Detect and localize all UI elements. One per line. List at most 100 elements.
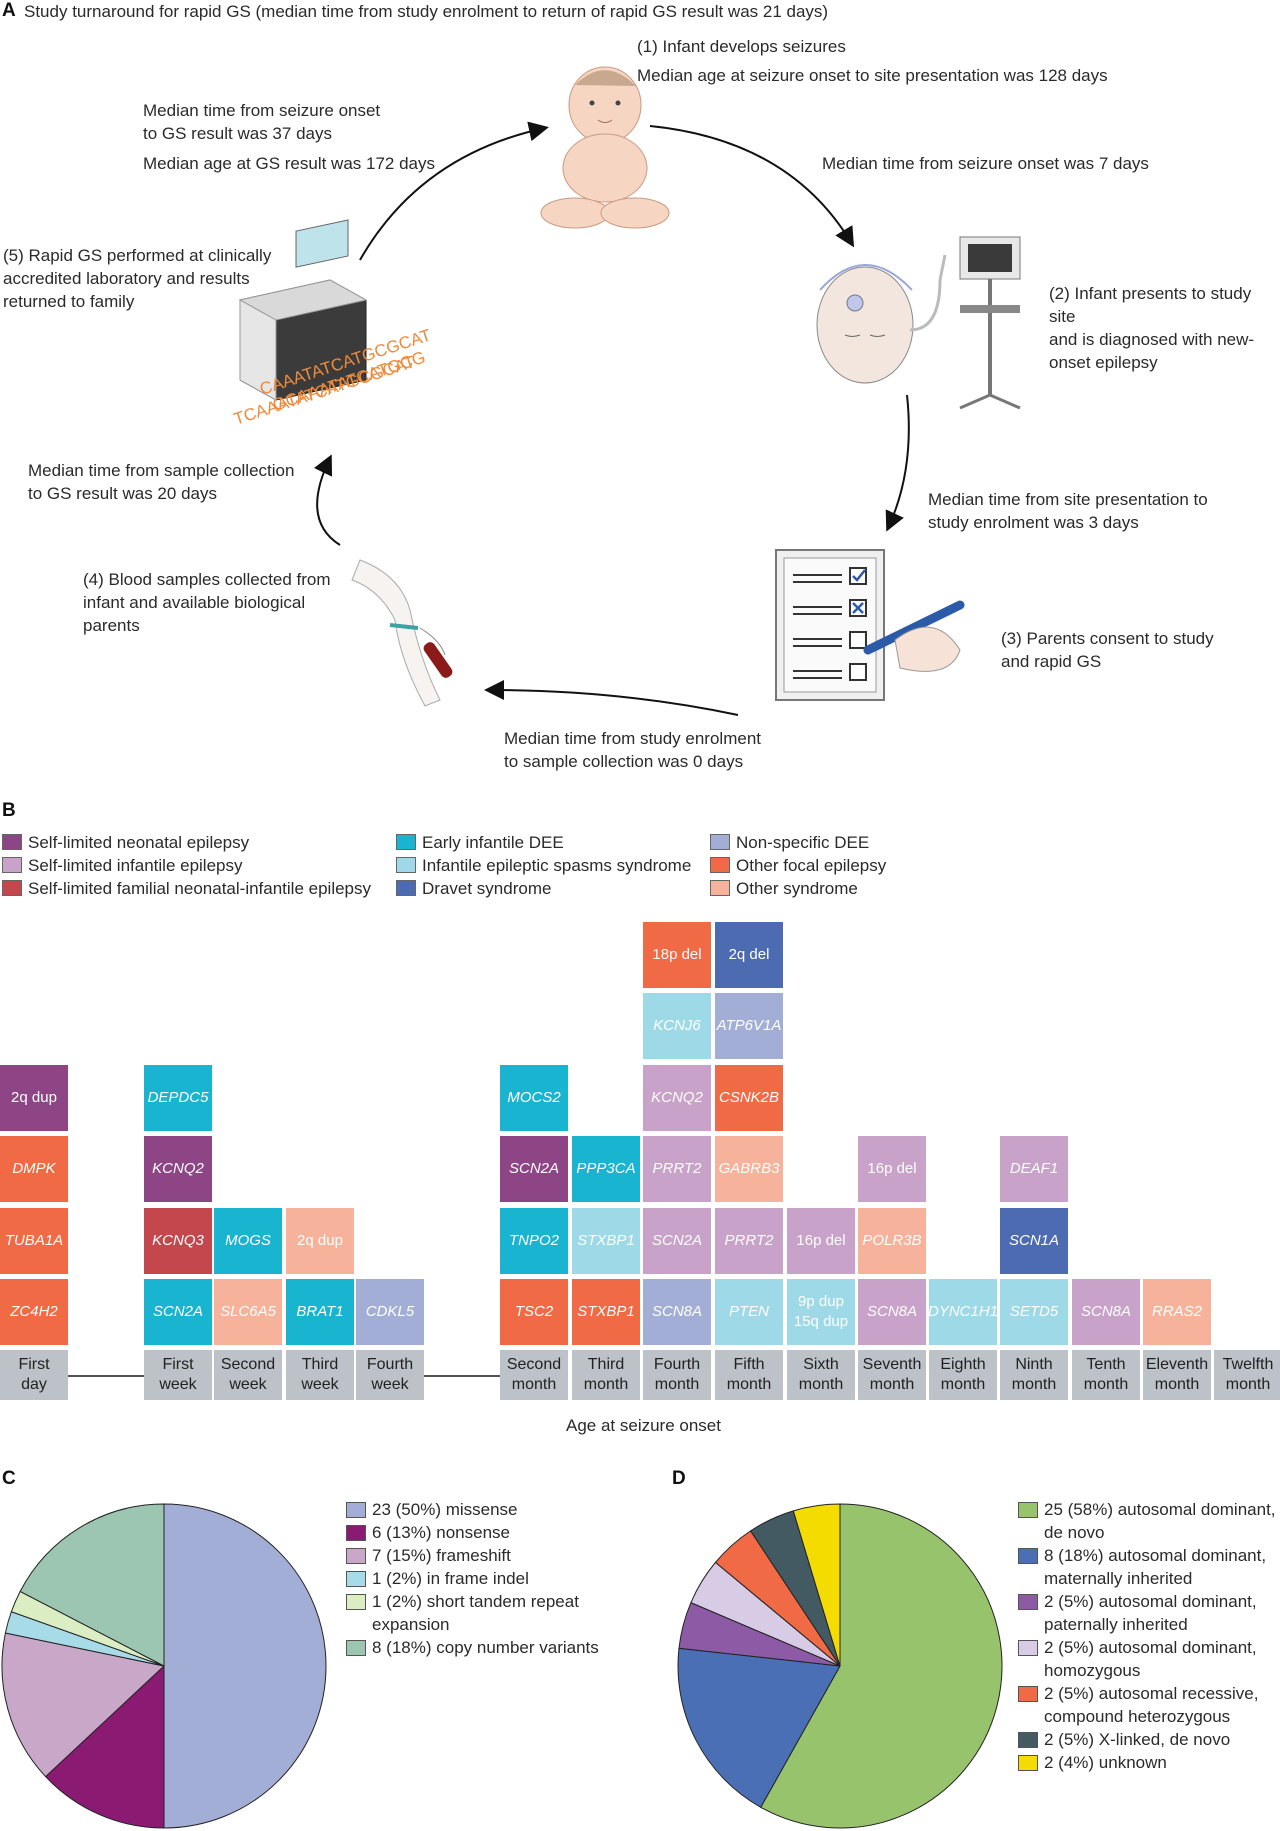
age-category-label: Third month — [572, 1350, 640, 1400]
gene-block: DEPDC5 — [144, 1064, 212, 1131]
gene-block: TNPO2 — [500, 1207, 568, 1274]
legend-swatch — [2, 880, 22, 896]
gene-block: 16p del — [787, 1207, 855, 1274]
age-category-label: Second month — [500, 1350, 568, 1400]
gene-block: SCN8A — [643, 1279, 711, 1345]
legend-label: Self-limited neonatal epilepsy — [28, 833, 250, 852]
axis-connector-line — [68, 1375, 144, 1377]
pie-legend-item: 7 (15%) frameshift — [346, 1544, 646, 1567]
gene-block: PRRT2 — [715, 1207, 783, 1274]
legend-label: 8 (18%) copy number variants — [372, 1638, 599, 1657]
age-category-label: Second week — [214, 1350, 282, 1400]
legend-item-dravet: Dravet syndrome — [396, 877, 551, 900]
pie-legend-item: 8 (18%) autosomal dominant, maternally i… — [1018, 1544, 1280, 1590]
arc-5-1-note: Median time from seizure onset to GS res… — [143, 101, 381, 143]
age-category-label: Sixth month — [787, 1350, 855, 1400]
legend-swatch — [346, 1548, 366, 1564]
arc-2-3 — [885, 394, 910, 532]
gene-block: SETD5 — [1000, 1279, 1068, 1345]
pie-legend-item: 2 (5%) autosomal recessive, compound het… — [1018, 1682, 1280, 1728]
gene-block: 9p dup 15q dup — [787, 1279, 855, 1345]
eeg-illustration — [816, 236, 1021, 410]
age-category-label: Ninth month — [1000, 1350, 1068, 1400]
legend-swatch — [346, 1571, 366, 1587]
legend-swatch — [346, 1525, 366, 1541]
age-category-label: Tenth month — [1072, 1350, 1140, 1400]
panel-a: A Study turnaround for rapid GS (median … — [0, 0, 1280, 790]
arc-1-2-note: Median time from seizure onset was 7 day… — [822, 154, 1149, 173]
panel-d-label: D — [672, 1468, 686, 1489]
gene-block: ATP6V1A — [715, 993, 783, 1059]
gene-block: MOCS2 — [500, 1064, 568, 1131]
legend-swatch — [346, 1640, 366, 1656]
gene-block: SCN2A — [500, 1136, 568, 1202]
legend-label: 6 (13%) nonsense — [372, 1523, 510, 1542]
gene-block: POLR3B — [858, 1207, 926, 1274]
age-category-label: Twelfth month — [1214, 1350, 1280, 1400]
legend-label: Other focal epilepsy — [736, 856, 887, 875]
age-category-label: Eleventh month — [1143, 1350, 1211, 1400]
axis-connector-line — [424, 1375, 500, 1377]
pie-slice — [19, 1503, 165, 1667]
pie-legend-item: 8 (18%) copy number variants — [346, 1636, 646, 1659]
gene-block: RRAS2 — [1143, 1279, 1211, 1345]
gene-block: DEAF1 — [1000, 1136, 1068, 1202]
step-5-label: (5) Rapid GS performed at clinically acc… — [3, 246, 272, 311]
legend-label: 2 (5%) X-linked, de novo — [1044, 1730, 1231, 1749]
arc-4-5-note: Median time from sample collection to GS… — [28, 461, 295, 503]
legend-label: 25 (58%) autosomal dominant, de novo — [1044, 1500, 1276, 1542]
legend-swatch — [346, 1594, 366, 1610]
gene-block: SCN8A — [1072, 1279, 1140, 1345]
inheritance-pie — [677, 1503, 1003, 1829]
gene-block: SCN2A — [643, 1207, 711, 1274]
sequencer-illustration — [238, 219, 368, 401]
arc-1-2 — [649, 125, 855, 248]
legend-label: 23 (50%) missense — [372, 1500, 518, 1519]
legend-label: Dravet syndrome — [422, 879, 552, 898]
gene-block: SCN2A — [144, 1279, 212, 1345]
gene-block: KCNQ2 — [643, 1064, 711, 1131]
legend-swatch — [710, 834, 730, 850]
panel-a-label: A — [2, 0, 16, 21]
legend-label: 1 (2%) short tandem repeat expansion — [372, 1592, 579, 1634]
gene-block: MOGS — [214, 1207, 282, 1274]
arc-5-1 — [359, 121, 549, 261]
legend-label: 2 (5%) autosomal dominant, paternally in… — [1044, 1592, 1257, 1634]
blood-draw-illustration — [351, 559, 453, 707]
legend-swatch — [346, 1502, 366, 1518]
age-category-label: Seventh month — [858, 1350, 926, 1400]
step-4-label: (4) Blood samples collected from infant … — [83, 570, 331, 635]
gene-block: CSNK2B — [715, 1064, 783, 1131]
pie-legend-item: 2 (5%) X-linked, de novo — [1018, 1728, 1280, 1751]
gene-block: 2q del — [715, 921, 783, 988]
step-3-label: (3) Parents consent to study and rapid G… — [1001, 629, 1214, 671]
legend-label: Early infantile DEE — [422, 833, 564, 852]
gene-block: TUBA1A — [0, 1207, 68, 1274]
pie-legend-item: 2 (4%) unknown — [1018, 1751, 1280, 1774]
gene-block: SCN8A — [858, 1279, 926, 1345]
legend-swatch — [1018, 1594, 1038, 1610]
legend-label: 2 (5%) autosomal dominant, homozygous — [1044, 1638, 1257, 1680]
legend-swatch — [1018, 1502, 1038, 1518]
pie-legend-item: 23 (50%) missense — [346, 1498, 646, 1521]
pie-slice — [760, 1503, 1003, 1829]
age-category-label: Third week — [286, 1350, 354, 1400]
arc-5-1-age-note: Median age at GS result was 172 days — [143, 154, 435, 173]
age-category-label: Fifth month — [715, 1350, 783, 1400]
legend-item-eidee: Early infantile DEE — [396, 831, 564, 854]
legend-swatch — [396, 880, 416, 896]
gene-block: KCNJ6 — [643, 993, 711, 1059]
gene-block: SCN1A — [1000, 1207, 1068, 1274]
legend-item-iess: Infantile epileptic spasms syndrome — [396, 854, 691, 877]
age-category-label: First week — [144, 1350, 212, 1400]
arc-2-3-note: Median time from site presentation to st… — [928, 490, 1208, 532]
arc-3-4 — [484, 680, 739, 716]
gene-block: TSC2 — [500, 1279, 568, 1345]
gene-block: STXBP1 — [572, 1279, 640, 1345]
gene-block: CDKL5 — [356, 1279, 424, 1345]
age-category-label: Fourth week — [356, 1350, 424, 1400]
pie-slice — [677, 1647, 841, 1808]
pie-legend-item: 25 (58%) autosomal dominant, de novo — [1018, 1498, 1280, 1544]
legend-item-nsdee: Non-specific DEE — [710, 831, 869, 854]
